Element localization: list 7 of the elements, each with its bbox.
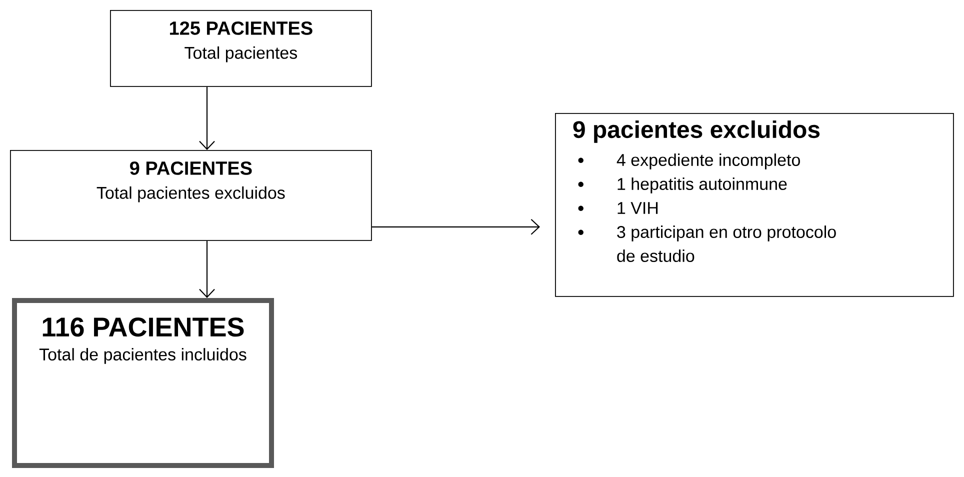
arrow [372,219,540,235]
arrow [199,240,215,298]
arrow [199,86,215,150]
process-box: 125 PACIENTES Total pacientes [110,10,372,87]
process-box: 9 PACIENTES Total pacientes excluidos [10,150,372,241]
process-box: 116 PACIENTES Total de pacientes incluidos [12,298,274,468]
list-box: 9 pacientes excluidos 4 expediente incompleto 1 hepatitis autoinmune 1 VIH 3 participan en otro protocolo de estudio [555,113,954,297]
